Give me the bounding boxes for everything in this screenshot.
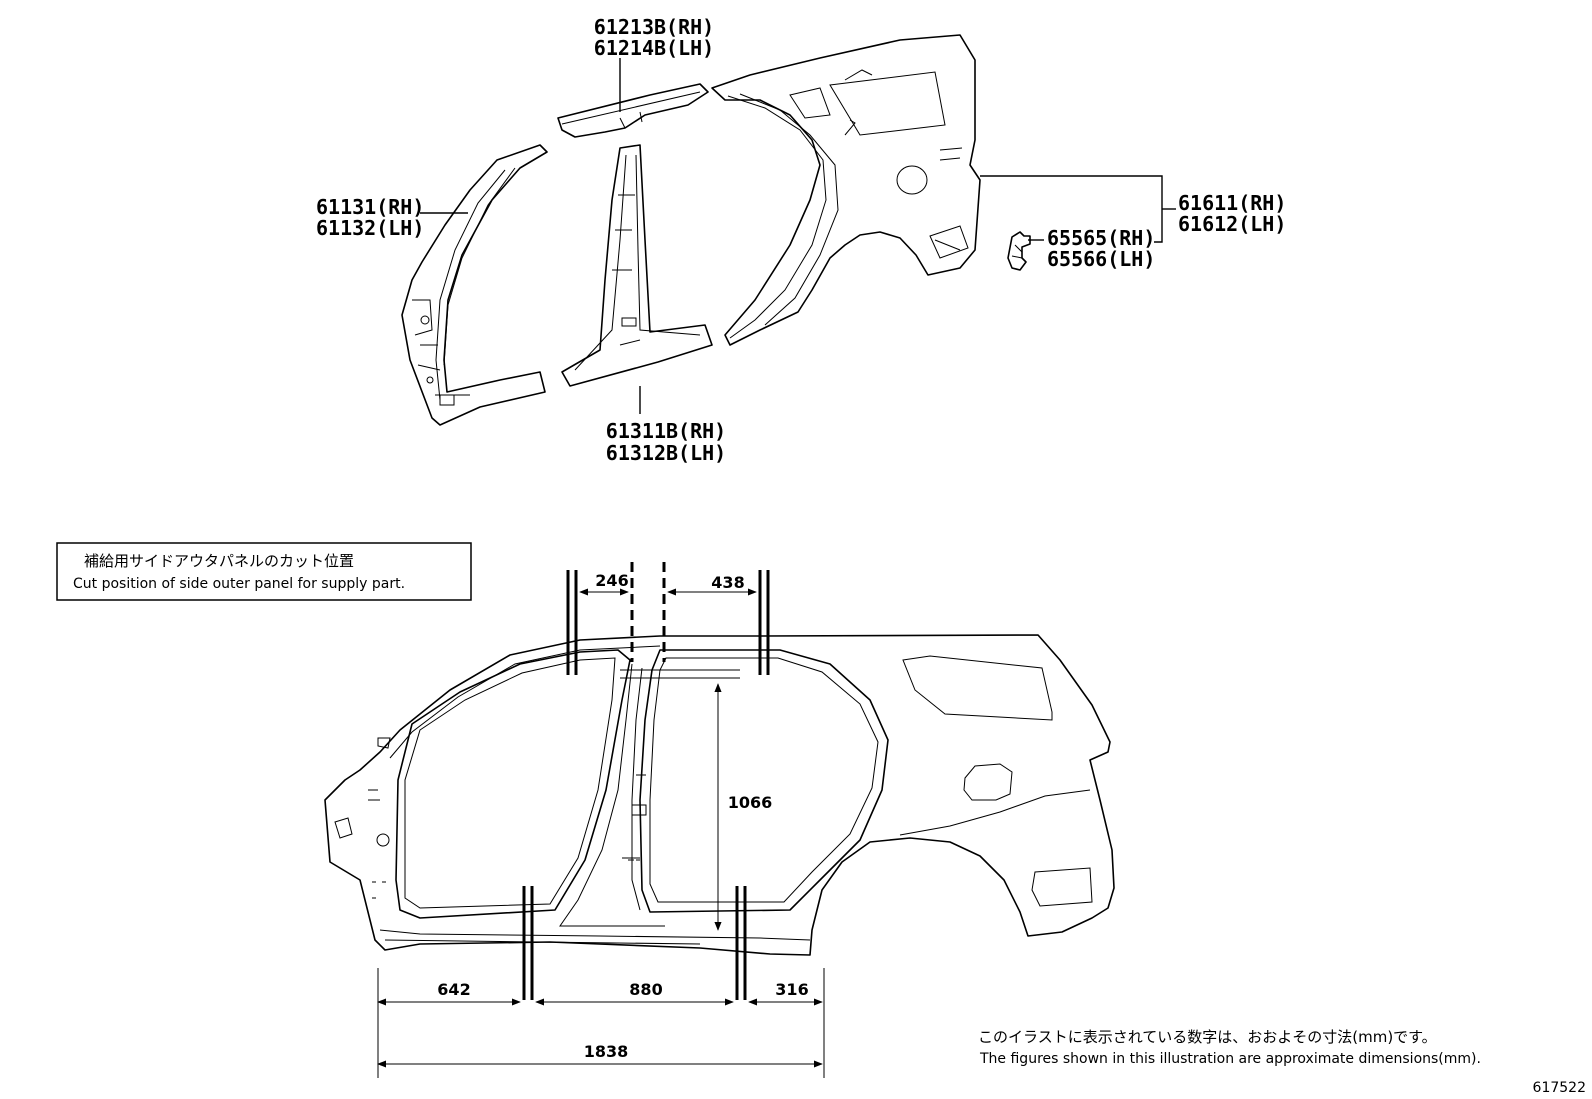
bracket-label-lh: 65566(LH) <box>1047 247 1155 271</box>
figure-id: 617522 <box>1533 1080 1586 1096</box>
cut-caption-jp: 補給用サイドアウタパネルのカット位置 <box>84 552 354 570</box>
front-pillar-label-rh: 61131(RH) <box>316 195 424 219</box>
cut-caption-en: Cut position of side outer panel for sup… <box>73 576 405 592</box>
dim-1066: 1066 <box>728 793 773 812</box>
roof-rail-part <box>557 83 709 138</box>
quarter-panel-part <box>711 34 981 346</box>
cut-lines <box>522 562 770 1000</box>
bracket-label-rh: 65565(RH) <box>1047 226 1155 250</box>
cut-caption-box <box>56 542 472 601</box>
center-pillar-label-rh: 61311B(RH) <box>606 419 726 443</box>
bracket-part <box>1007 231 1031 271</box>
dim-642: 642 <box>437 980 470 999</box>
roof-rail-label-lh: 61214B(LH) <box>594 36 714 60</box>
dimension-lines <box>377 588 825 1078</box>
dim-438: 438 <box>711 573 744 592</box>
side-outer-panel-view <box>324 634 1115 956</box>
roof-rail-label-rh: 61213B(RH) <box>594 15 714 39</box>
note-jp: このイラストに表示されている数字は、おおよその寸法(mm)です。 <box>978 1028 1437 1046</box>
note-en: The figures shown in this illustration a… <box>979 1051 1481 1067</box>
dim-1838: 1838 <box>584 1042 629 1061</box>
quarter-panel-label-lh: 61612(LH) <box>1178 212 1286 236</box>
dim-880: 880 <box>629 980 662 999</box>
front-pillar-label-lh: 61132(LH) <box>316 216 424 240</box>
center-pillar-label-lh: 61312B(LH) <box>606 441 726 465</box>
quarter-panel-label-rh: 61611(RH) <box>1178 191 1286 215</box>
center-pillar-part <box>561 144 713 387</box>
dim-316: 316 <box>775 980 808 999</box>
dim-246: 246 <box>595 571 628 590</box>
front-pillar-part <box>401 144 548 426</box>
